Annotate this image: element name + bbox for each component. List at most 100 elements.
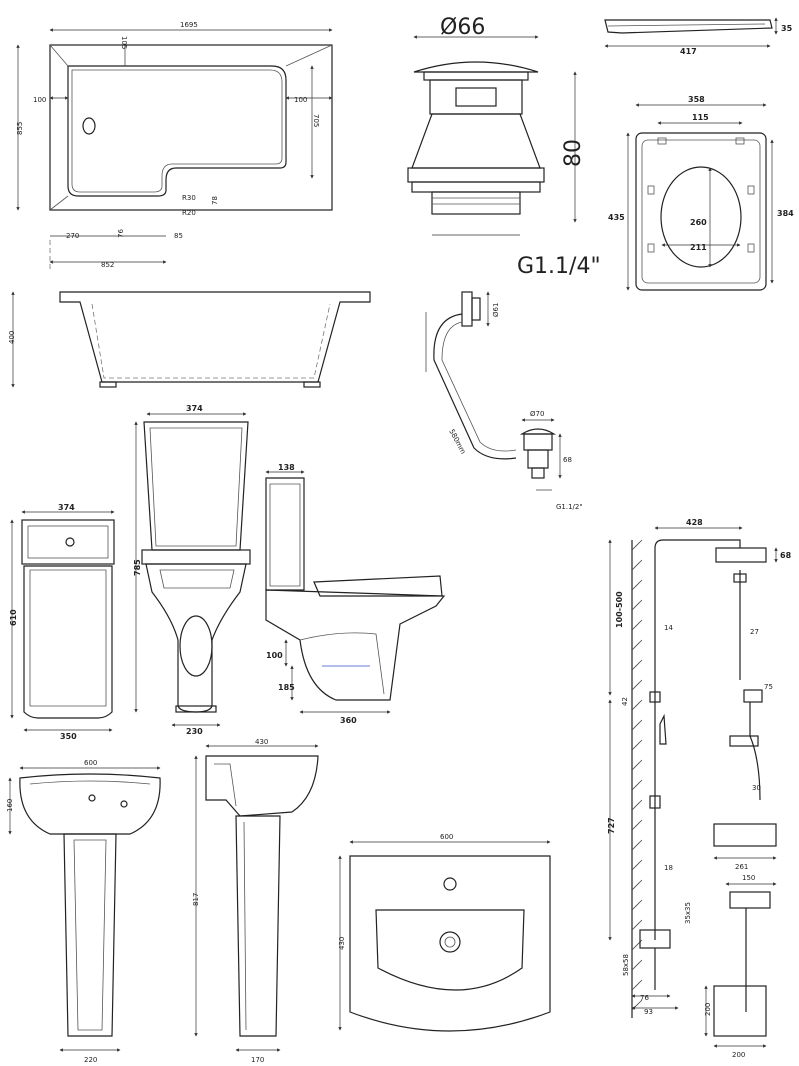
toilet-front-base-label: 230 — [186, 727, 203, 736]
bath-outline — [49, 44, 333, 211]
seat-opening — [660, 166, 742, 268]
toilet-front-seat — [141, 549, 251, 565]
toilet-front-cistern — [143, 421, 249, 551]
bath-side-body — [59, 291, 371, 383]
shower-200a-label: 200 — [704, 1003, 712, 1016]
bath-76-label: 76 — [117, 229, 125, 238]
shower-727-label: 727 — [607, 817, 616, 834]
basin-tap-hole — [443, 877, 457, 891]
toilet-front-width-label: 374 — [186, 404, 203, 413]
bath-depth-label: 855 — [16, 122, 24, 135]
shower-drawing: 428 68 100-500 14 27 42 75 30 727 18 261… — [607, 518, 792, 1059]
toilet-side-cistern — [265, 477, 305, 591]
shower-76-label: 76 — [640, 994, 649, 1002]
waste-diameter-label: Ø66 — [440, 15, 485, 40]
shower-handset — [659, 713, 667, 745]
basin-side-pedestal — [235, 815, 281, 1037]
shower-93-label: 93 — [644, 1008, 653, 1016]
basin-top-width-label: 600 — [440, 833, 453, 841]
basin-top-view: 600 430 — [338, 833, 551, 1032]
waste-slot — [455, 87, 497, 107]
shower-42-label: 42 — [621, 697, 629, 706]
basin-side-view: 430 817 170 — [192, 738, 319, 1064]
shower-wall-hatch — [631, 539, 643, 1011]
bath-inner-depth-label: 705 — [312, 114, 320, 127]
waste-drawing: Ø66 80 G1.1/4" — [407, 15, 601, 279]
shower-range-label: 100-500 — [615, 591, 624, 628]
bath-270-label: 270 — [66, 232, 79, 240]
overflow-dia70-label: Ø70 — [530, 410, 544, 418]
shower-35x35-label: 35x35 — [684, 902, 692, 924]
waste-height-label: 80 — [561, 139, 586, 167]
seat-inner-length-label: 384 — [777, 209, 794, 218]
toilet-top-base-label: 350 — [60, 732, 77, 741]
bath-78-label: 78 — [211, 196, 219, 205]
overflow-dia61-label: Ø61 — [492, 303, 500, 317]
toilet-front-height-label: 785 — [133, 559, 142, 576]
basin-front-160-label: 160 — [6, 799, 14, 812]
shower-head-h-label: 68 — [780, 551, 792, 560]
basin-drain — [439, 931, 461, 953]
basin-top-bowl — [375, 909, 525, 991]
basin-side-height-label: 817 — [192, 893, 200, 906]
bath-plan-view: 1695 855 105 705 100 100 R30 R20 78 270 … — [16, 21, 333, 270]
basin-front-bowl — [19, 773, 161, 835]
toilet-side-pan — [265, 589, 446, 701]
toilet-side-view: 138 100 185 360 — [265, 463, 446, 725]
seat-side-length-label: 417 — [680, 47, 697, 56]
bath-85-label: 85 — [174, 232, 183, 240]
bath-left-rim-label: 100 — [33, 96, 46, 104]
shower-27-label: 27 — [750, 628, 759, 636]
basin-ped-width-label: 220 — [84, 1056, 97, 1064]
basin-front-view: 600 160 220 — [6, 759, 161, 1064]
seat-length-label: 435 — [608, 213, 625, 222]
toilet-front-view: 374 785 230 — [133, 404, 251, 736]
waste-thread-label: G1.1/4" — [517, 254, 601, 279]
waste-cap — [413, 61, 539, 73]
shower-150-label: 150 — [742, 874, 755, 882]
shower-bottom-valve — [729, 891, 771, 909]
shower-18-label: 18 — [664, 864, 673, 872]
toilet-front-pan — [145, 563, 247, 713]
shower-30-label: 30 — [752, 784, 761, 792]
bath-852-label: 852 — [101, 261, 114, 269]
basin-front-pedestal — [63, 833, 117, 1037]
shower-14-label: 14 — [664, 624, 673, 632]
toilet-side-seat — [313, 575, 443, 597]
bath-height-label: 400 — [8, 331, 16, 344]
shower-valve — [713, 823, 777, 847]
toilet-top-cistern — [21, 519, 115, 565]
basin-side-ped-label: 170 — [251, 1056, 264, 1064]
overflow-thread-label: G1.1/2" — [556, 503, 583, 511]
seat-opening-length-label: 260 — [690, 218, 707, 227]
overflow-h68-label: 68 — [563, 456, 572, 464]
shower-75-label: 75 — [764, 683, 773, 691]
toilet-top-bowl — [23, 565, 113, 719]
seat-outline — [635, 132, 767, 291]
seat-opening-width-label: 211 — [690, 243, 707, 252]
basin-top-depth-label: 430 — [338, 937, 346, 950]
shower-261-label: 261 — [735, 863, 748, 871]
toilet-side-depth-label: 360 — [340, 716, 357, 725]
overflow-hose-label: 580mm — [447, 428, 467, 456]
shower-handset-2 — [743, 689, 763, 703]
seat-side-view: 417 35 — [604, 17, 793, 56]
basin-side-bowl — [205, 755, 319, 817]
shower-bracket — [713, 985, 767, 1037]
bath-top-rim-label: 105 — [120, 36, 128, 49]
bath-side-view: 400 — [8, 291, 371, 388]
toilet-top-height-label: 610 — [9, 609, 18, 626]
bath-r20-label: R20 — [182, 209, 196, 217]
shower-58x58-label: 58x58 — [622, 954, 630, 976]
shower-width-label: 428 — [686, 518, 703, 527]
bath-plug-hole — [82, 117, 96, 135]
toilet-side-100-label: 100 — [266, 651, 283, 660]
bath-inner-basin — [67, 65, 287, 197]
toilet-side-cistern-label: 138 — [278, 463, 295, 472]
toilet-side-185-label: 185 — [278, 683, 295, 692]
bath-right-rim-label: 100 — [294, 96, 307, 104]
bath-width-label: 1695 — [180, 21, 198, 29]
overflow-waste-drawing: Ø61 580mm Ø70 68 G1.1/2" — [425, 291, 583, 511]
toilet-top-view: 374 610 350 — [9, 503, 115, 741]
